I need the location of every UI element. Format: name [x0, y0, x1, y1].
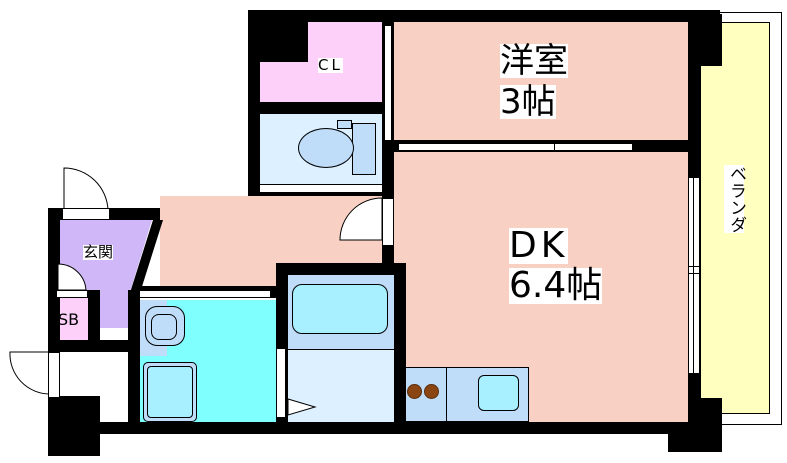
washroom-sliding-door[interactable] — [140, 290, 270, 298]
western-room-name: 洋室 — [500, 41, 568, 81]
entry-door-icon — [63, 167, 109, 210]
toilet-bowl-icon — [298, 128, 354, 168]
dk-size: 6.4帖 — [509, 265, 603, 306]
sink-icon — [478, 375, 519, 411]
sliding-door-western-dk[interactable] — [398, 141, 633, 153]
washing-machine-drum — [147, 366, 193, 418]
sb-door[interactable] — [56, 290, 88, 298]
toilet-tank — [352, 123, 376, 175]
wall-left-upper-notch — [248, 10, 260, 220]
entry-door[interactable] — [62, 208, 110, 220]
wall-cl-bottom — [260, 102, 384, 114]
western-room-size: 3帖 — [500, 82, 556, 122]
hallway-door[interactable] — [382, 198, 394, 246]
bath-wall-top — [276, 263, 406, 275]
sb-wall — [88, 290, 100, 350]
closet-door[interactable] — [384, 26, 392, 140]
sb-door-icon — [57, 263, 87, 291]
bath-wall-right — [394, 263, 406, 423]
closet-label: CL — [318, 56, 343, 74]
shower-tap-icon — [287, 398, 317, 416]
side-door[interactable] — [48, 352, 60, 398]
western-room — [394, 22, 688, 140]
bath-door[interactable] — [276, 348, 286, 418]
dk-veranda-window[interactable] — [688, 178, 701, 373]
bathtub-icon — [292, 284, 388, 334]
shoe-box-label: SB — [58, 310, 80, 329]
dk-name: DK — [509, 225, 569, 266]
stove-burner-icon — [407, 384, 422, 399]
dk-room-upper — [394, 152, 406, 263]
cl-corner-block-2 — [260, 22, 308, 62]
entrance-slant-wall — [129, 220, 163, 296]
entrance-label: 玄関 — [83, 243, 114, 261]
stove-burner-icon — [424, 384, 439, 399]
hallway-door-icon — [339, 197, 383, 241]
shoe-box — [60, 298, 88, 340]
entrance-bottom-wall — [48, 340, 140, 352]
wall-bottom — [48, 422, 698, 434]
washbasin-bowl — [151, 314, 177, 340]
wall-toilet-bottom — [260, 192, 384, 196]
side-door-opening — [60, 352, 128, 396]
wall-top — [248, 10, 720, 22]
toilet-tank-top — [337, 120, 352, 129]
veranda-label: ベランダ — [724, 165, 746, 233]
entrance-right-wall — [128, 290, 140, 430]
